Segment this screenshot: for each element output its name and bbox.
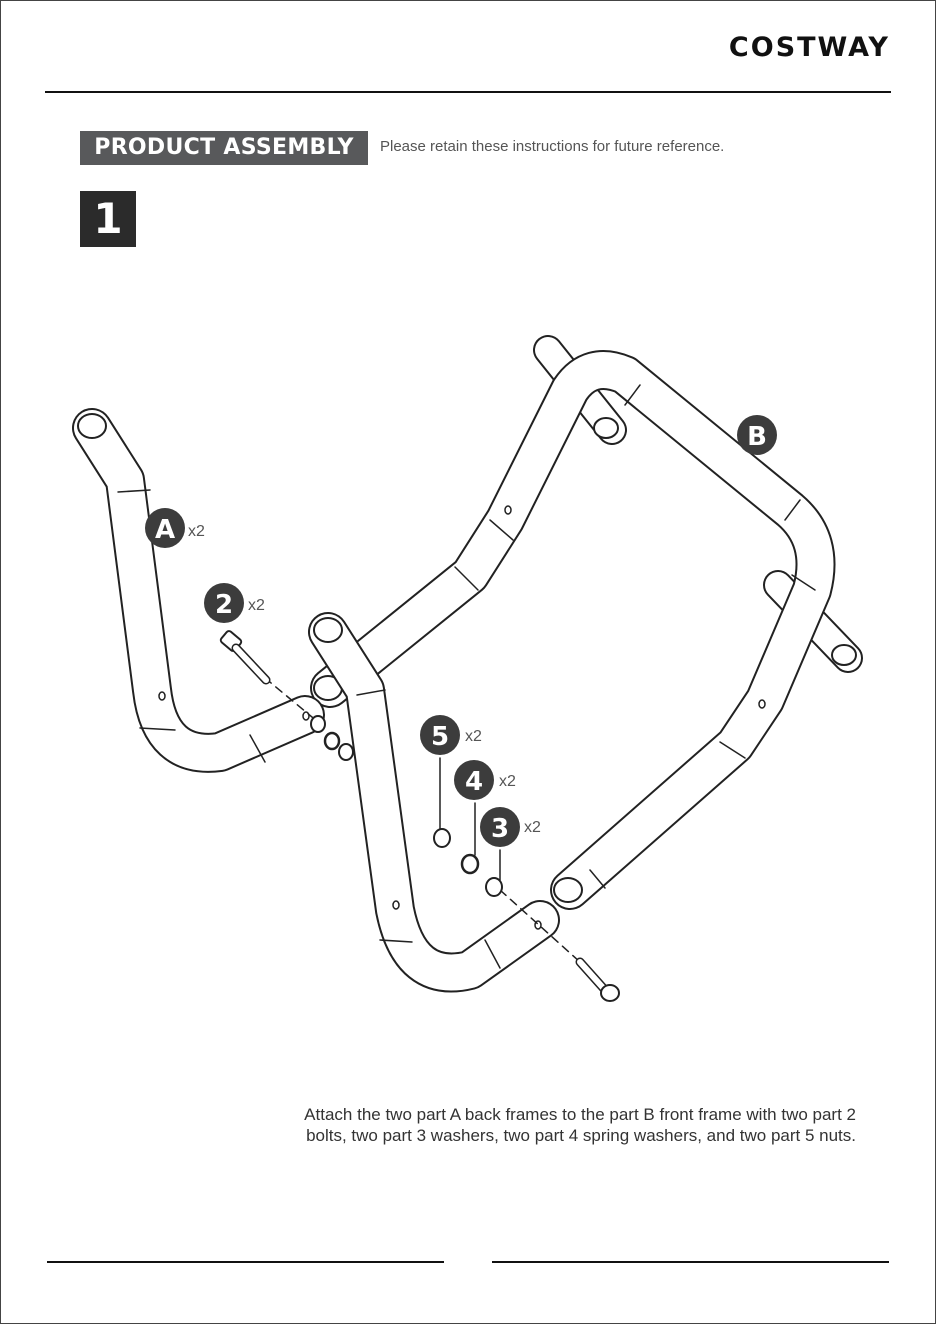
retain-note: Please retain these instructions for fut… — [380, 138, 724, 155]
callout-3: 3 x2 — [480, 807, 541, 847]
callout-4: 4 x2 — [454, 760, 516, 800]
footer-rule-right — [492, 1261, 889, 1263]
callout-b-label: B — [747, 422, 767, 452]
callout-4-qty: x2 — [499, 773, 516, 790]
callout-2: 2 x2 — [204, 583, 265, 623]
callout-5-qty: x2 — [465, 728, 482, 745]
callout-5: 5 x2 — [420, 715, 482, 755]
callout-4-label: 4 — [465, 767, 483, 797]
callout-b: B — [737, 415, 777, 455]
callout-a-label: A — [155, 515, 175, 545]
part-a-frame-left — [78, 414, 309, 762]
callout-a: A x2 — [145, 508, 205, 548]
section-title: PRODUCT ASSEMBLY — [80, 131, 368, 165]
callout-5-label: 5 — [431, 722, 449, 752]
callout-2-qty: x2 — [248, 597, 265, 614]
callout-3-qty: x2 — [524, 819, 541, 836]
instruction-line-2: bolts, two part 3 washers, two part 4 sp… — [190, 1125, 856, 1146]
header-rule — [45, 91, 891, 93]
instruction-text: Attach the two part A back frames to the… — [190, 1104, 856, 1146]
footer-rule-left — [47, 1261, 444, 1263]
brand-logo: COSTWAY — [729, 32, 890, 63]
callout-a-qty: x2 — [188, 523, 205, 540]
callout-3-label: 3 — [491, 814, 509, 844]
callout-2-label: 2 — [215, 590, 233, 620]
assembly-diagram: A x2 B 2 x2 5 x2 4 x2 3 x2 — [0, 300, 936, 1060]
part-a-frame-middle — [314, 618, 541, 973]
instruction-line-1: Attach the two part A back frames to the… — [190, 1104, 856, 1125]
step-number: 1 — [80, 191, 136, 247]
